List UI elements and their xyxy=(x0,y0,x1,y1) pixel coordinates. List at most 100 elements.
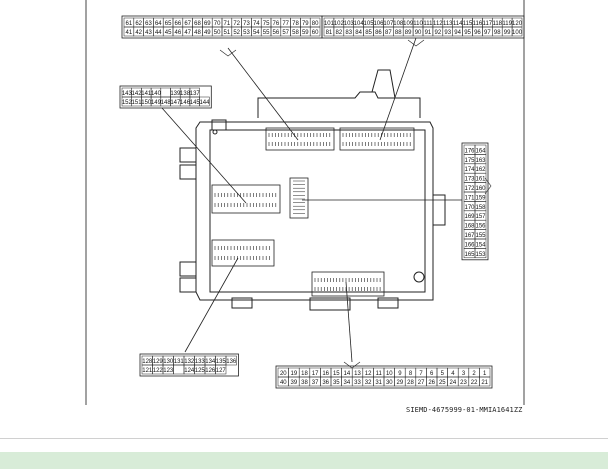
pin-label: 20 xyxy=(280,371,287,377)
pin-label: 155 xyxy=(475,233,486,239)
pin-label: 116 xyxy=(473,21,483,27)
pin-label: 60 xyxy=(312,30,319,36)
pin-label: 32 xyxy=(365,380,372,386)
pin-label: 135 xyxy=(216,359,227,365)
pin-label: 3 xyxy=(462,371,466,377)
pin-label: 103 xyxy=(344,21,355,27)
pin-label: 124 xyxy=(184,368,195,374)
pin-label: 80 xyxy=(312,21,319,27)
pin-label: 88 xyxy=(395,30,402,36)
pin-label: 92 xyxy=(435,30,442,36)
pin-label: 160 xyxy=(475,186,486,192)
notch-mark xyxy=(407,39,425,47)
pin-label: 29 xyxy=(397,380,404,386)
leader-lines xyxy=(161,37,462,363)
pin-label: 25 xyxy=(439,380,446,386)
pin-label: 165 xyxy=(464,252,475,258)
pin-label: 139 xyxy=(170,91,181,97)
pin-label: 31 xyxy=(375,380,382,386)
pin-label: 138 xyxy=(180,91,191,97)
pin-label: 11 xyxy=(376,371,383,377)
pin-label: 148 xyxy=(161,100,172,106)
diagram-caption: SIEMD-4675999-01-MMIA1641ZZ xyxy=(406,406,523,414)
pin-label: 38 xyxy=(301,380,308,386)
pin-label: 2 xyxy=(472,371,476,377)
pin-label: 52 xyxy=(233,30,240,36)
pin-label: 128 xyxy=(142,359,153,365)
pin-label: 111 xyxy=(423,21,433,27)
pin-label: 171 xyxy=(464,195,475,201)
pin-label: 106 xyxy=(373,21,384,27)
pin-label: 167 xyxy=(464,233,475,239)
footer-band xyxy=(0,452,608,469)
pin-label: 4 xyxy=(451,371,455,377)
pin-label: 169 xyxy=(464,214,475,220)
pin-label: 84 xyxy=(355,30,362,36)
pin-label: 91 xyxy=(425,30,432,36)
pin-label: 44 xyxy=(155,30,162,36)
pin-label: 170 xyxy=(464,205,475,211)
pin-label: 21 xyxy=(481,380,488,386)
pin-label: 150 xyxy=(141,100,152,106)
pin-label: 122 xyxy=(153,368,164,374)
housing xyxy=(179,69,446,311)
pin-label: 53 xyxy=(243,30,250,36)
pin-label: 149 xyxy=(151,100,162,106)
pin-label: 157 xyxy=(475,214,486,220)
pin-label: 34 xyxy=(344,380,351,386)
pin-label: 156 xyxy=(475,224,486,230)
pin-label: 16 xyxy=(322,371,329,377)
pin-label: 74 xyxy=(253,21,260,27)
notch-mark xyxy=(484,177,492,195)
pin-label: 58 xyxy=(292,30,299,36)
pin-label: 5 xyxy=(441,371,445,377)
pin-label: 126 xyxy=(205,368,216,374)
pin-label: 89 xyxy=(405,30,412,36)
pin-label: 97 xyxy=(484,30,491,36)
pin-label: 14 xyxy=(344,371,351,377)
pin-label: 143 xyxy=(122,91,133,97)
pin-label: 117 xyxy=(483,21,493,27)
pin-label: 96 xyxy=(474,30,481,36)
pin-label: 132 xyxy=(184,359,195,365)
pin-label: 15 xyxy=(333,371,340,377)
pin-label: 152 xyxy=(122,100,133,106)
pin-label: 101 xyxy=(324,21,335,27)
pin-label: 154 xyxy=(475,242,486,248)
pin-label: 93 xyxy=(444,30,451,36)
pin-label: 137 xyxy=(190,91,201,97)
pin-label: 163 xyxy=(475,158,486,164)
pin-label: 10 xyxy=(386,371,393,377)
pin-label: 176 xyxy=(464,148,475,154)
pin-label: 37 xyxy=(312,380,319,386)
pin-label: 140 xyxy=(151,91,162,97)
pin-label: 102 xyxy=(334,21,345,27)
pin-label: 62 xyxy=(135,21,142,27)
pin-label: 87 xyxy=(385,30,392,36)
pin-label: 68 xyxy=(194,21,201,27)
pin-label: 131 xyxy=(174,359,185,365)
pin-label: 9 xyxy=(398,371,402,377)
pin-label: 19 xyxy=(291,371,298,377)
pin-label: 46 xyxy=(175,30,182,36)
pin-label: 90 xyxy=(415,30,422,36)
pin-label: 146 xyxy=(180,100,191,106)
pin-label: 118 xyxy=(492,21,502,27)
pin-label: 24 xyxy=(450,380,457,386)
pin-label: 72 xyxy=(233,21,240,27)
footer-divider xyxy=(0,438,608,439)
pin-label: 81 xyxy=(326,30,333,36)
pin-label: 95 xyxy=(464,30,471,36)
pin-label: 78 xyxy=(292,21,299,27)
pin-label: 151 xyxy=(132,100,143,106)
pin-label: 166 xyxy=(464,242,475,248)
pin-label: 168 xyxy=(464,224,475,230)
pin-label: 63 xyxy=(145,21,152,27)
pin-label: 18 xyxy=(301,371,308,377)
